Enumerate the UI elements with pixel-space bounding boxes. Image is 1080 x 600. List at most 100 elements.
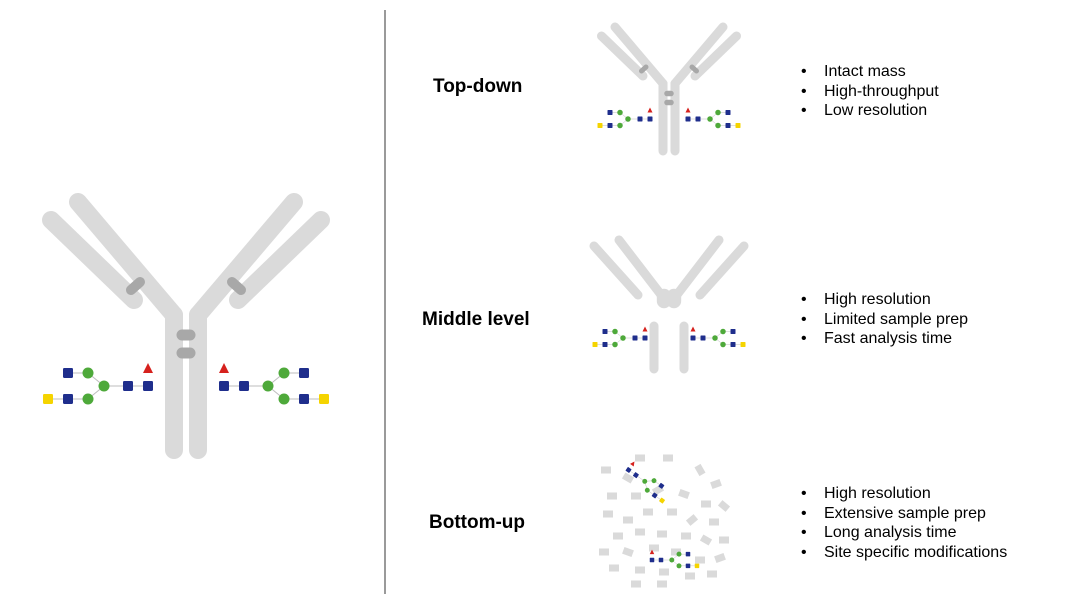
mannose-circle-icon (625, 116, 631, 122)
glcnac-square-icon (730, 342, 736, 347)
bottom-up-points: High resolution Extensive sample prep Lo… (797, 484, 1007, 562)
glcnac-square-icon (602, 329, 608, 334)
glcnac-square-icon (690, 335, 696, 341)
glcnac-square-icon (632, 472, 639, 479)
glcnac-square-icon (299, 368, 309, 378)
mannose-circle-icon (712, 335, 718, 341)
heavy-chain (614, 235, 667, 301)
mannose-circle-icon (715, 122, 721, 129)
peptide-fragment-icon (649, 544, 659, 552)
mannose-circle-icon (612, 341, 618, 348)
peptide-fragment-icon (714, 553, 726, 563)
mannose-circle-icon (676, 563, 682, 569)
peptide-fragment-icon (685, 514, 699, 526)
peptide-fragment-icon (710, 479, 722, 489)
glcnac-square-icon (143, 381, 153, 391)
glcnac-square-icon (651, 492, 658, 499)
light-chain (690, 31, 741, 81)
list-item: Fast analysis time (797, 329, 968, 349)
light-chain (42, 211, 143, 309)
glcnac-square-icon (642, 335, 648, 341)
disulfide-bond (639, 64, 649, 74)
glycopeptide (625, 461, 665, 504)
peptide-fragment-icon (709, 518, 719, 526)
peptide-fragment-icon (657, 530, 667, 538)
antibody-glycosylated-icon (42, 193, 330, 459)
glcnac-square-icon (602, 342, 608, 347)
mannose-circle-icon (617, 122, 623, 129)
glcnac-square-icon (685, 551, 691, 557)
glcnac-square-icon (685, 563, 691, 569)
heavy-chain (69, 193, 183, 324)
glcnac-square-icon (607, 123, 613, 128)
heavy-chain (189, 193, 303, 324)
list-item: High resolution (797, 290, 968, 310)
mannose-circle-icon (669, 557, 675, 563)
fucose-triangle-icon (685, 107, 691, 113)
peptide-fragment-icon (659, 568, 669, 576)
peptide-fragment-icon (657, 580, 667, 588)
peptide-fragment-icon (599, 548, 609, 556)
light-chain (695, 241, 749, 300)
glcnac-square-icon (123, 381, 133, 391)
peptide-fragment-icon (707, 570, 717, 578)
disulfide-bond (689, 64, 699, 74)
mannose-circle-icon (278, 393, 290, 405)
galactose-square-icon (597, 123, 603, 128)
peptide-fragment-icon (607, 492, 617, 500)
light-chain (597, 31, 648, 81)
glcnac-square-icon (625, 467, 632, 473)
list-item: Limited sample prep (797, 310, 968, 330)
section-divider (384, 10, 386, 594)
glcnac-square-icon (299, 394, 309, 404)
top-down-label: Top-down (433, 76, 523, 97)
list-item: Low resolution (797, 101, 939, 121)
glcnac-square-icon (219, 381, 229, 391)
galactose-square-icon (740, 342, 746, 347)
fucose-triangle-icon (642, 326, 648, 332)
peptide-fragment-icon (667, 508, 677, 516)
mannose-circle-icon (642, 478, 648, 484)
peptide-fragment-icon (603, 510, 613, 518)
glcnac-square-icon (730, 329, 736, 334)
peptide-fragment-icon (623, 516, 633, 524)
list-item: High-throughput (797, 82, 939, 102)
galactose-square-icon (694, 563, 700, 569)
glcnac-square-icon (647, 116, 653, 122)
light-chain (589, 241, 643, 300)
mannose-circle-icon (620, 335, 626, 341)
fucose-triangle-icon (630, 461, 635, 467)
glcnac-square-icon (63, 368, 73, 378)
glcnac-square-icon (695, 116, 701, 122)
middle-level-subunits-icon (589, 235, 749, 374)
peptide-fragment-icon (621, 472, 635, 484)
list-item: Site specific modifications (797, 543, 1007, 563)
peptide-fragment-icon (631, 492, 641, 500)
mannose-circle-icon (262, 380, 274, 392)
glcnac-square-icon (725, 110, 731, 115)
disulfide-bond (227, 277, 246, 295)
bottom-up-peptides-icon (599, 454, 731, 588)
glcnac-square-icon (649, 557, 655, 563)
peptide-fragment-icon (701, 500, 711, 508)
mannose-circle-icon (612, 328, 618, 335)
top-down-points: Intact mass High-throughput Low resoluti… (797, 62, 939, 121)
peptide-fragment-icon (719, 536, 729, 544)
galactose-square-icon (319, 394, 329, 404)
fucose-triangle-icon (649, 549, 655, 555)
peptide-fragment-icon (622, 547, 634, 557)
peptide-fragment-icon (678, 489, 690, 499)
mannose-circle-icon (676, 551, 682, 557)
mannose-circle-icon (651, 478, 657, 484)
peptide-fragment-icon (717, 500, 731, 512)
peptide-fragment-icon (699, 534, 713, 546)
glcnac-square-icon (700, 335, 706, 341)
mannose-circle-icon (720, 328, 726, 335)
glcnac-square-icon (685, 116, 691, 122)
peptide-fragment-icon (681, 532, 691, 540)
peptide-fragment-icon (643, 508, 653, 516)
light-chain (229, 211, 330, 309)
galactose-square-icon (659, 497, 665, 504)
middle-level-label: Middle level (422, 309, 530, 330)
